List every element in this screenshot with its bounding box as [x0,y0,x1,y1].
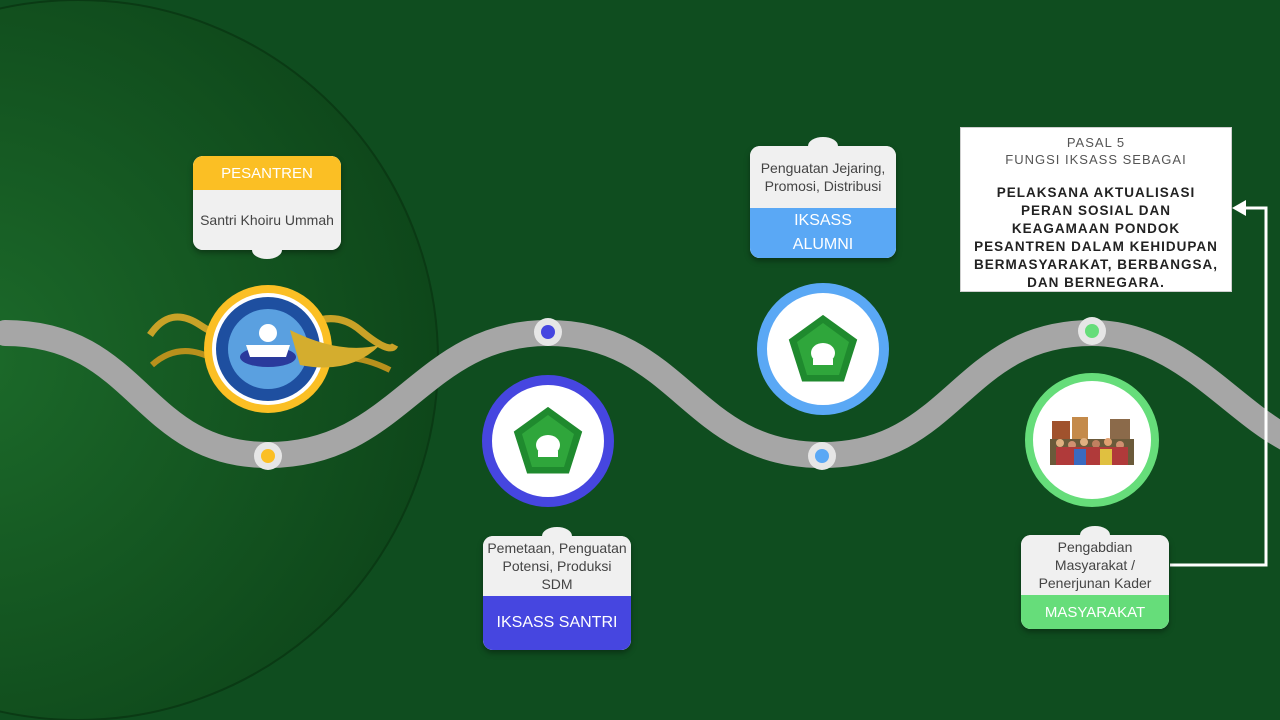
label-santri: IKSASS SANTRI [483,596,631,650]
circle-santri [482,375,614,507]
desc-masyarakat: Pengabdian Masyarakat / Penerjunan Kader [1038,539,1152,591]
iksass-logo-alumni [785,311,861,385]
card-pesantren: PESANTREN Santri Khoiru Ummah [193,156,341,259]
card-santri: Pemetaan, Penguatan Potensi, Produksi SD… [483,527,631,650]
card-alumni: Penguatan Jejaring, Promosi, Distribusi … [750,137,896,258]
label-masyarakat: MASYARAKAT [1021,595,1169,629]
pasal-subtitle: FUNGSI IKSASS SEBAGAI [1005,152,1187,167]
pasal-info-box: PASAL 5 FUNGSI IKSASS SEBAGAI PELAKSANA … [960,127,1232,292]
timeline-dot-alumni [808,442,836,470]
timeline-dot-pesantren [254,442,282,470]
desc-santri: Pemetaan, Penguatan Potensi, Produksi SD… [487,540,627,592]
circle-masyarakat [1025,373,1159,507]
timeline-dot-santri [534,318,562,346]
connector-line [1170,206,1268,567]
desc-pesantren: Santri Khoiru Ummah [200,212,334,228]
pasal-title: PASAL 5 [1066,135,1126,150]
label-pesantren: PESANTREN [193,156,341,190]
pesantren-sukorejo-logo [147,285,399,413]
label-alumni: IKSASS ALUMNI [750,208,896,258]
iksass-logo-santri [510,403,586,477]
arrow-head-icon [1232,200,1246,216]
community-photo [1050,417,1134,465]
pasal-body: PELAKSANA AKTUALISASI PERAN SOSIAL DAN K… [973,185,1219,290]
card-masyarakat: Pengabdian Masyarakat / Penerjunan Kader… [1021,526,1169,629]
timeline-dot-masyarakat [1078,317,1106,345]
circle-alumni [757,283,889,415]
desc-alumni: Penguatan Jejaring, Promosi, Distribusi [760,160,886,194]
